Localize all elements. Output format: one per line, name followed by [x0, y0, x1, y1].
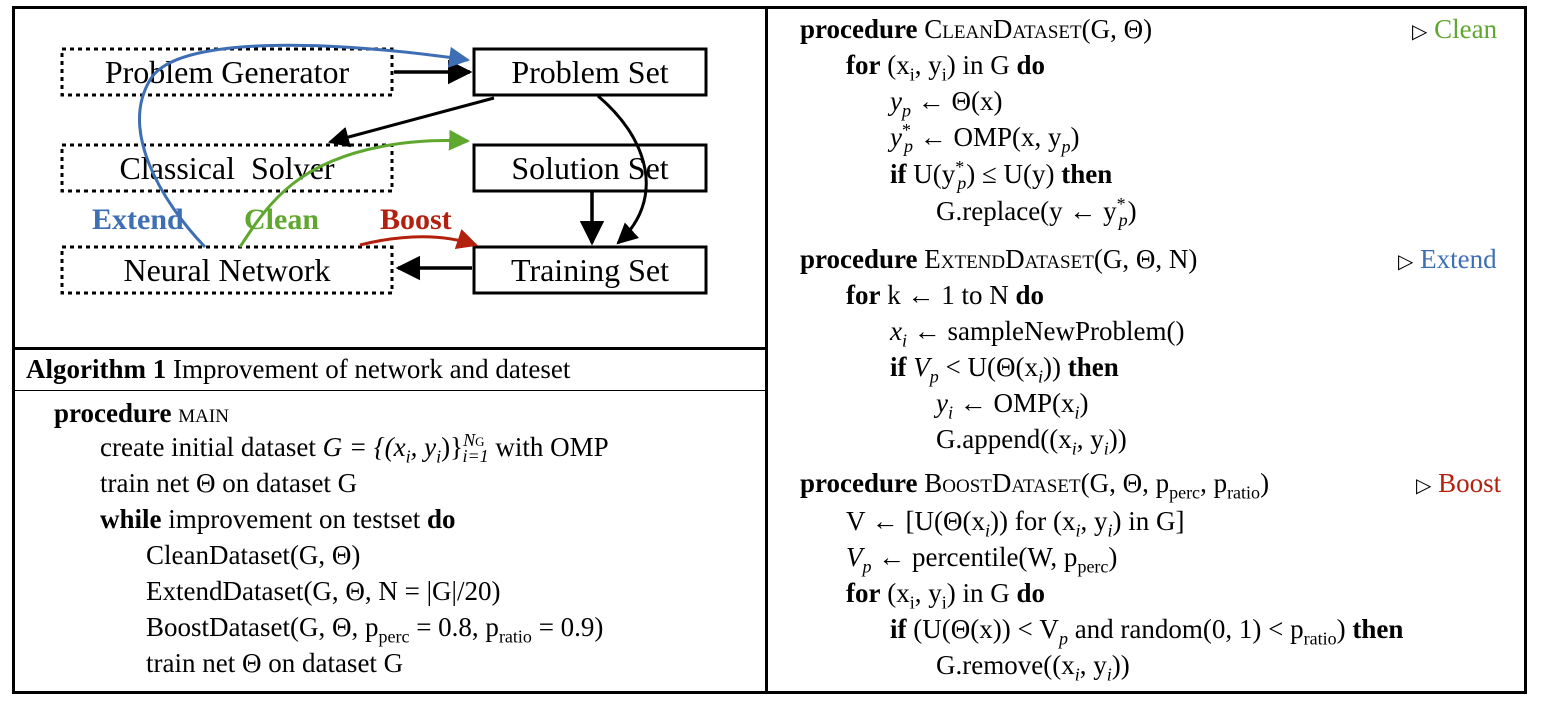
arrow-problemset-to-solver [327, 96, 495, 148]
main-line-1: create initial dataset G = {(xi, yi)}NGi… [100, 430, 609, 467]
extend-line-append: G.append((xi, yi)) [936, 424, 1127, 459]
label-problem-generator: Problem Generator [105, 54, 350, 90]
extend-comment: ▷ Extend [1398, 244, 1497, 274]
arrow-problemset-to-trainingset [597, 94, 648, 245]
main-line-3: while improvement on testset do [100, 504, 456, 534]
arrow-boost [359, 229, 478, 249]
boost-line-if: if (U(Θ(x)) < Vp and random(0, 1) < prat… [890, 614, 1404, 649]
caption-rule [14, 390, 766, 391]
panel-divider [765, 6, 768, 694]
clean-line-replace: G.replace(y ← y*p) [936, 194, 1137, 231]
node-training-set [472, 245, 708, 295]
extend-line-4: yi ← OMP(xi) [936, 388, 1089, 423]
boost-line-for: for (xi, yi) in G do [846, 578, 1046, 613]
pipeline-diagram: Problem Generator Problem Set Classical … [60, 43, 708, 295]
extend-line-for: for k ← 1 to N do [846, 280, 1045, 310]
clean-line-for: for (xi, yi) in G do [846, 50, 1046, 85]
label-training-set: Training Set [511, 252, 669, 288]
main-line-5: ExtendDataset(G, Θ, N = |G|/20) [146, 576, 501, 606]
main-line-4: CleanDataset(G, Θ) [146, 540, 361, 570]
clean-proc-line: procedure CleanDataset(G, Θ) [800, 14, 1153, 44]
label-clean: Clean [244, 203, 319, 236]
clean-line-3: y*p ← OMP(x, yp) [890, 120, 1080, 157]
label-boost: Boost [380, 203, 452, 236]
extend-proc-line: procedure ExtendDataset(G, Θ, N) [800, 244, 1198, 274]
algorithm-number: Algorithm 1 [26, 354, 167, 384]
boost-comment: ▷ Boost [1416, 468, 1502, 498]
clean-comment: ▷ Clean [1412, 14, 1498, 44]
boost-line-1: V ← [U(Θ(xi)) for (xi, yi) in G] [846, 506, 1185, 541]
arrow-clean [238, 129, 471, 248]
label-neural-network: Neural Network [123, 252, 330, 288]
node-problem-set [472, 47, 708, 97]
extend-line-2: xi ← sampleNewProblem() [890, 316, 1185, 351]
node-neural-network [60, 245, 394, 295]
main-line-6: BoostDataset(G, Θ, pperc = 0.8, pratio =… [146, 612, 604, 647]
extend-line-if: if Vp < U(Θ(xi)) then [890, 352, 1119, 387]
algorithm-title: Improvement of network and dateset [166, 354, 571, 384]
label-problem-set: Problem Set [511, 54, 668, 90]
algorithm-caption: Algorithm 1 Improvement of network and d… [26, 352, 570, 386]
main-proc-line: procedure main [54, 398, 229, 428]
main-line-7: train net Θ on dataset G [146, 648, 404, 678]
node-solution-set [472, 143, 708, 193]
boost-proc-line: procedure BoostDataset(G, Θ, pperc, prat… [800, 468, 1270, 503]
boost-line-remove: G.remove((xi, yi)) [936, 650, 1130, 685]
label-extend: Extend [92, 203, 184, 236]
figure-frame [12, 6, 1527, 694]
node-classical-solver [60, 143, 394, 193]
arrow-extend [138, 43, 471, 249]
main-line-2: train net Θ on dataset G [100, 468, 358, 498]
boost-line-2: Vp ← percentile(W, pperc) [846, 542, 1118, 577]
clean-line-if: if U(y*p) ≤ U(y) then [890, 157, 1113, 194]
clean-line-2: yp ← Θ(x) [890, 86, 1003, 121]
node-problem-generator [60, 47, 394, 97]
